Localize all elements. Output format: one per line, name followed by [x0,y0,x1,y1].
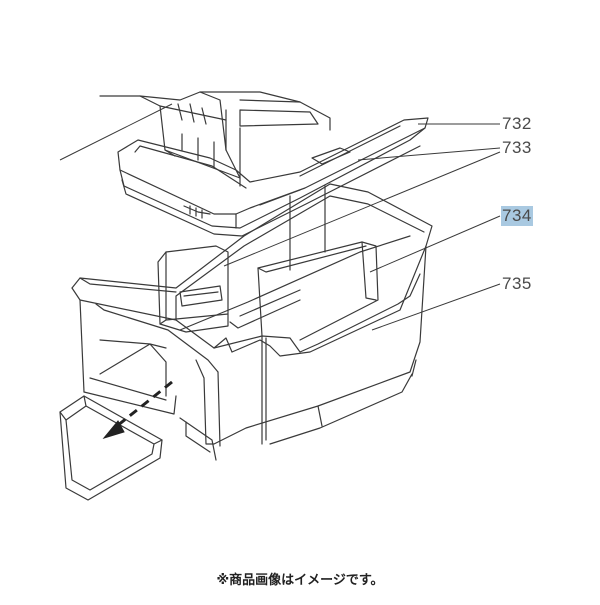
part-label-734: 734 [501,206,533,226]
drawer-partition [179,235,411,331]
removable-tray [59,395,163,501]
side-block [157,245,229,333]
shelf-tray-733 [121,145,421,237]
leader-line-735 [371,283,501,331]
top-shelf-unit [99,91,331,187]
leader-lines [59,103,501,331]
leader-line-734 [369,215,501,273]
divider-734 [257,241,379,341]
back-supports [181,133,326,271]
leader-line-733 [357,147,501,161]
image-disclaimer-caption: ※商品画像はイメージです。 [216,573,384,588]
leader-line-top-shelf [59,103,173,161]
leader-line-733b [223,151,501,267]
part-label-732: 732 [502,114,532,133]
drawer-bottom [99,339,167,397]
part-label-733: 733 [502,138,532,157]
part-label-735: 735 [502,274,532,293]
removal-arrow [102,380,173,439]
